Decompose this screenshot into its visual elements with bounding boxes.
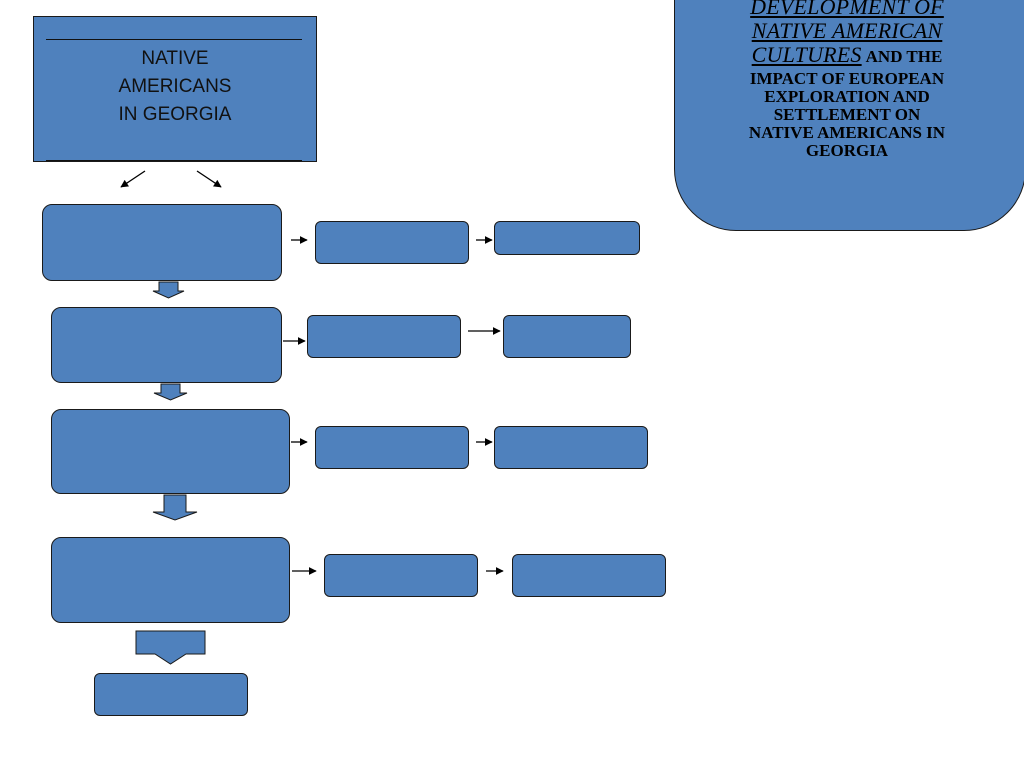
callout-bold-line-2: EXPLORATION AND (764, 87, 930, 106)
block-arrow-down-icon (152, 494, 198, 521)
arrow-down-left-icon (120, 170, 146, 188)
callout-bold-line-1: IMPACT OF EUROPEAN (749, 69, 945, 88)
callout-italic-line-2: NATIVE AMERICAN (751, 18, 943, 43)
arrow-down-right-icon (196, 170, 222, 188)
callout-bold-line-4: NATIVE AMERICANS IN (748, 123, 946, 142)
block-arrow-down-icon (152, 281, 185, 299)
callout-bold-inline: AND THE (865, 47, 943, 66)
title-line-2: AMERICANS (118, 76, 232, 97)
detail-box-4b (512, 554, 666, 597)
stage-box-2 (51, 307, 282, 383)
block-arrow-down-icon (135, 630, 206, 665)
title-line-3: IN GEORGIA (118, 104, 232, 125)
stage-box-1 (42, 204, 282, 281)
final-box (94, 673, 248, 716)
title-top-rule (46, 39, 302, 40)
callout-italic-line-3: CULTURES (751, 42, 862, 67)
title-bottom-rule (46, 160, 302, 161)
detail-box-3b (494, 426, 648, 469)
detail-box-1b (494, 221, 640, 255)
title-text: NATIVE AMERICANS IN GEORGIA (34, 45, 316, 129)
topic-callout: DEVELOPMENT OF NATIVE AMERICAN CULTURES … (674, 0, 1024, 231)
detail-box-3a (315, 426, 469, 469)
stage-box-3 (51, 409, 290, 494)
callout-italic-line-1: DEVELOPMENT OF (750, 0, 944, 19)
title-box: NATIVE AMERICANS IN GEORGIA (33, 16, 317, 162)
callout-bold-line-5: GEORGIA (805, 141, 889, 160)
callout-text: DEVELOPMENT OF NATIVE AMERICAN CULTURES … (675, 0, 1019, 160)
block-arrow-down-icon (153, 383, 188, 401)
stage-box-4 (51, 537, 290, 623)
callout-bold-line-3: SETTLEMENT ON (773, 105, 921, 124)
detail-box-1a (315, 221, 469, 264)
detail-box-2a (307, 315, 461, 358)
title-line-1: NATIVE (141, 48, 209, 69)
detail-box-4a (324, 554, 478, 597)
detail-box-2b (503, 315, 631, 358)
